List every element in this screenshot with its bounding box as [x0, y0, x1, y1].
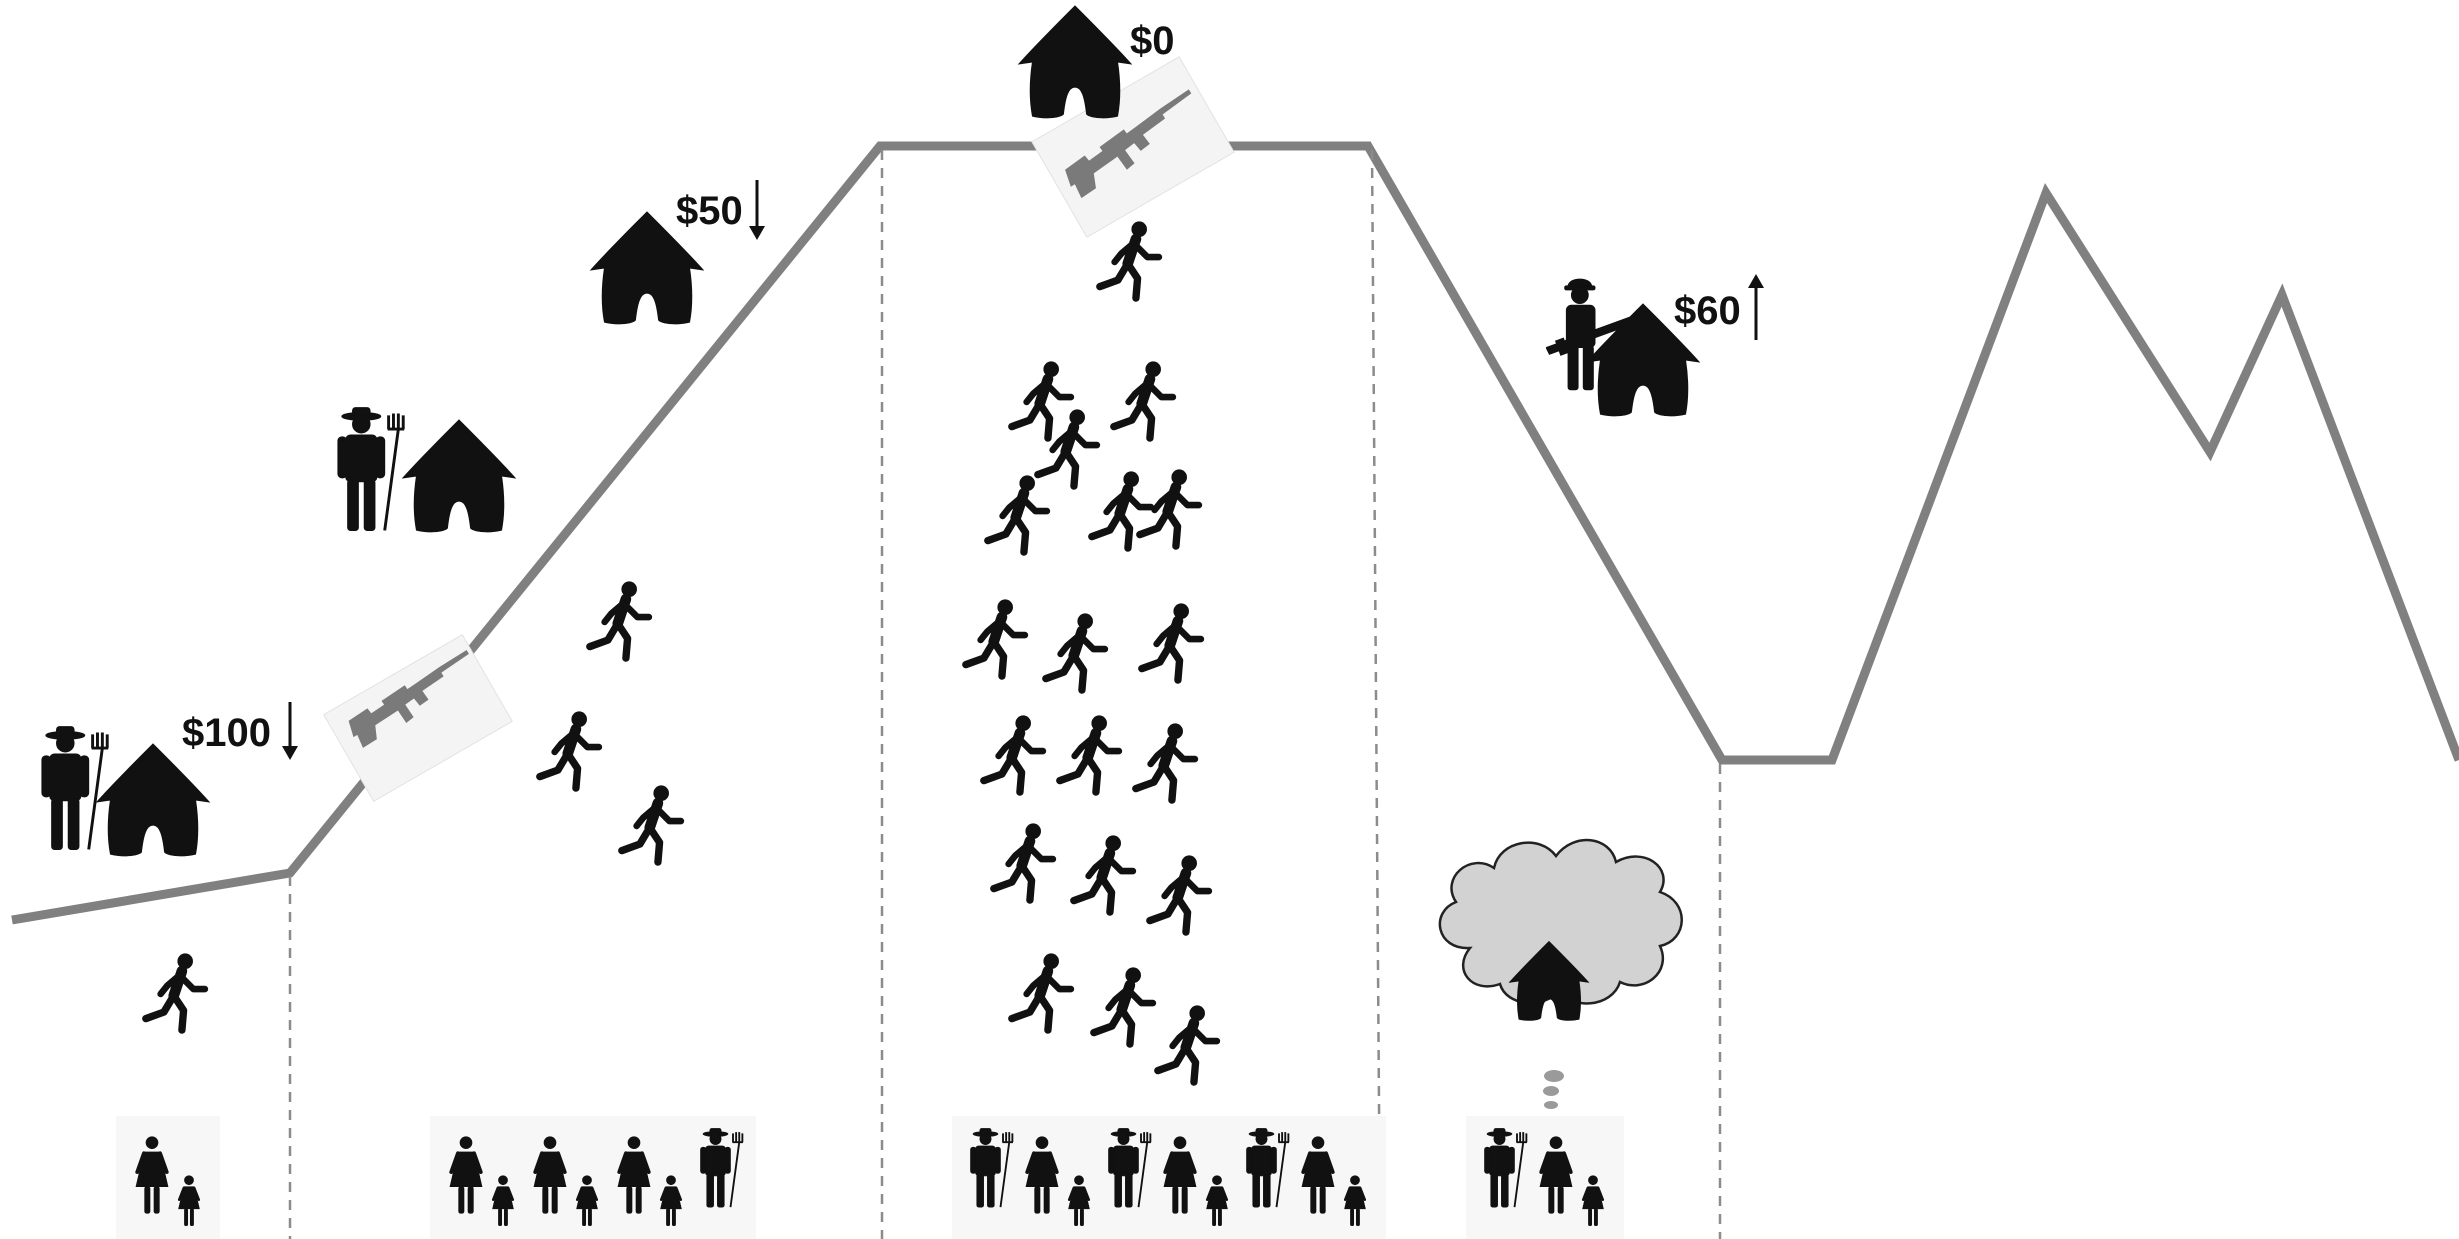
running-person-icon — [1060, 716, 1119, 792]
running-person-icon — [1142, 604, 1201, 680]
fleeing-people — [146, 222, 1217, 1082]
hut-icon — [96, 743, 210, 857]
running-person-icon — [1158, 1006, 1217, 1082]
displaced-families — [116, 1116, 1624, 1239]
running-person-icon — [1074, 836, 1133, 912]
farmer-with-pitchfork-icon — [336, 406, 406, 533]
running-person-icon — [1046, 614, 1105, 690]
price-low-slope: $100 — [182, 711, 271, 755]
thought-bubble-dot — [1544, 1070, 1564, 1082]
price-mid-slope: $50 — [676, 189, 743, 233]
running-person-icon — [966, 600, 1025, 676]
running-person-icon — [146, 954, 205, 1030]
running-person-icon — [1114, 362, 1173, 438]
running-person-icon — [1094, 968, 1153, 1044]
running-person-icon — [1012, 954, 1071, 1030]
rifle-badge-slope — [323, 634, 513, 802]
running-person-icon — [984, 716, 1043, 792]
thought-bubble-dot — [1544, 1101, 1558, 1109]
running-person-icon — [1150, 856, 1209, 932]
price-labels: $100 $50 $0 $60 — [182, 19, 1764, 760]
weapons — [323, 56, 1235, 802]
thought-cloud-icon — [1438, 839, 1683, 1109]
divider-3 — [1370, 149, 1382, 1239]
hut-icon — [402, 419, 516, 533]
running-person-icon — [988, 476, 1047, 552]
running-person-icon — [622, 786, 681, 862]
price-up-arrow-icon — [1748, 274, 1764, 340]
farmer-with-pitchfork-icon — [40, 725, 110, 851]
running-person-icon — [1136, 724, 1195, 800]
price-recovered: $60 — [1674, 289, 1741, 333]
price-conflict-zone: $0 — [1130, 19, 1175, 63]
running-person-icon — [1012, 362, 1071, 438]
family-group-background — [116, 1116, 220, 1239]
family-group-background — [430, 1116, 756, 1239]
zone-dividers — [288, 149, 1722, 1239]
running-person-icon — [994, 824, 1053, 900]
price-down-arrow-icon — [749, 180, 765, 240]
terrain-ridge-line — [11, 141, 2459, 925]
running-person-icon — [1100, 222, 1159, 298]
running-person-icon — [590, 582, 649, 658]
running-person-icon — [540, 712, 599, 788]
thought-bubble-dot — [1543, 1086, 1559, 1096]
hut-icon — [1018, 5, 1132, 119]
price-down-arrow-icon — [282, 702, 298, 760]
